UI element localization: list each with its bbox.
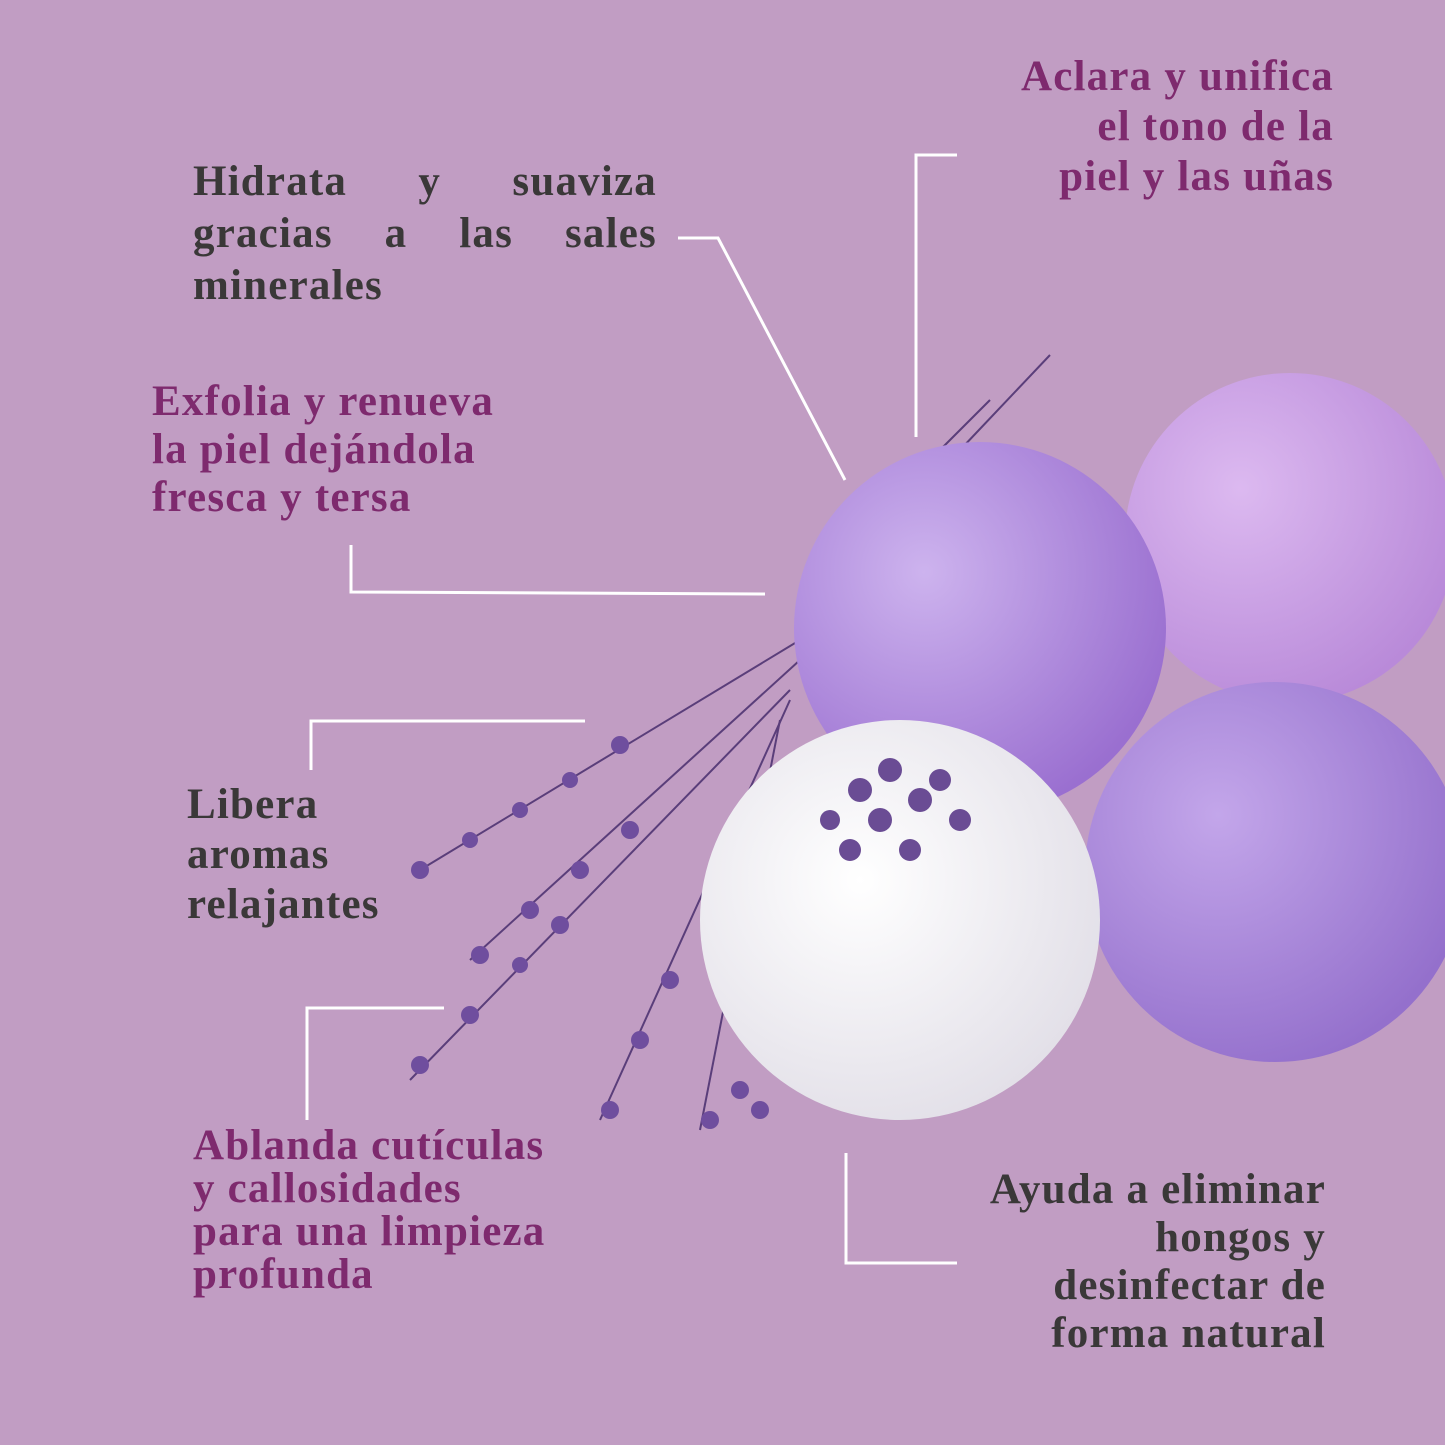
bath-bomb-white: [700, 720, 1100, 1120]
benefit-line: para una limpieza: [193, 1208, 546, 1255]
benefit-line: Ablanda cutículas: [193, 1122, 545, 1169]
benefit-fungus: Ayuda a eliminar hongos y desinfectar de…: [990, 1166, 1326, 1358]
benefit-line: profunda: [193, 1251, 374, 1298]
bath-bomb-purple: [1125, 373, 1445, 703]
benefit-line: y callosidades: [193, 1165, 462, 1212]
benefit-line: Hidrata y suaviza: [193, 158, 657, 205]
benefit-aroma: Libera aromas relajantes: [187, 780, 380, 930]
benefit-line: hongos y: [1155, 1214, 1326, 1261]
benefit-soften: Ablanda cutículas y callosidades para un…: [193, 1124, 545, 1296]
benefit-clarify: Aclara y unifica el tono de la piel y la…: [1021, 52, 1334, 202]
benefit-exfoliate: Exfolia y renueva la piel dejándola fres…: [152, 378, 494, 522]
benefit-line: fresca y tersa: [152, 474, 412, 521]
benefit-line: desinfectar de: [1053, 1262, 1326, 1309]
benefit-line: minerales: [193, 262, 383, 309]
benefit-line: Ayuda a eliminar: [989, 1166, 1326, 1213]
benefit-line: Aclara y unifica: [1021, 53, 1334, 100]
lavender-buds: [411, 736, 769, 1129]
benefit-hydrate: Hidrata y suaviza gracias a las sales mi…: [193, 156, 657, 312]
benefit-line: forma natural: [1051, 1310, 1326, 1357]
benefit-line: piel y las uñas: [1059, 153, 1334, 200]
benefit-line: relajantes: [187, 881, 380, 928]
benefit-line: gracias a las sales: [193, 210, 657, 257]
lavender-topping: [820, 758, 971, 861]
bath-bomb-purple: [1085, 682, 1445, 1062]
benefit-line: la piel dejándola: [152, 426, 476, 473]
connector-lines: [305, 153, 957, 1265]
benefit-line: aromas: [187, 831, 330, 878]
benefit-line: Libera: [187, 781, 319, 828]
benefit-line: el tono de la: [1097, 103, 1334, 150]
benefit-line: Exfolia y renueva: [152, 378, 495, 425]
